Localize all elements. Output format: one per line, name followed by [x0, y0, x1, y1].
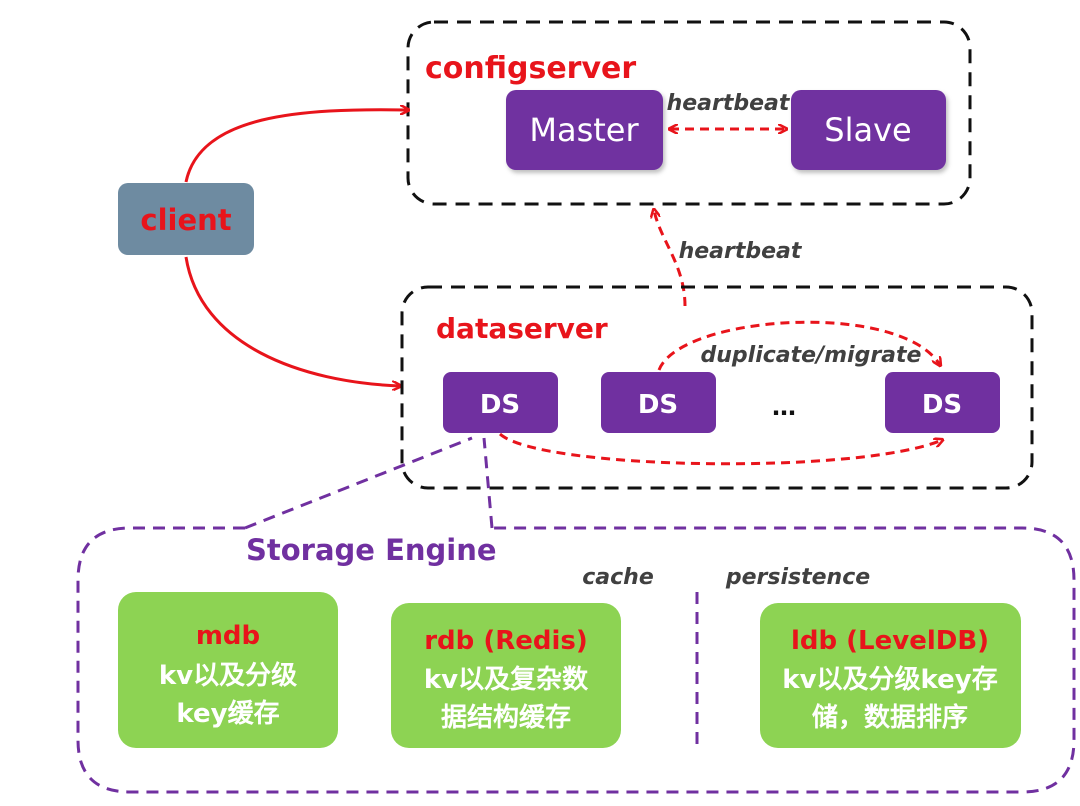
client-to-configserver-arrow	[184, 110, 408, 183]
storage-engine-container	[76, 526, 1076, 794]
configserver-title: configserver	[425, 51, 636, 86]
client-to-dataserver-arrow	[184, 256, 400, 386]
engine-mdb-desc-line2: key缓存	[176, 698, 279, 729]
ds-ellipsis: …	[772, 393, 796, 421]
engine-ldb-desc-line1: kv以及分级key存	[782, 664, 997, 695]
storage-callout-right	[482, 437, 494, 529]
engine-rdb[interactable]: rdb (Redis) kv以及复杂数 据结构缓存	[391, 603, 621, 748]
engine-ldb-desc-line2: 储，数据排序	[812, 702, 968, 733]
persistence-label: persistence	[725, 565, 870, 590]
duplicate-migrate-arrow-bottom	[499, 432, 942, 466]
duplicate-migrate-label: duplicate/migrate	[701, 343, 922, 368]
engine-rdb-desc-line2: 据结构缓存	[441, 702, 571, 733]
storage-engine-title: Storage Engine	[246, 533, 497, 567]
ds-node-3-label: DS	[922, 390, 962, 420]
slave-label: Slave	[824, 111, 911, 149]
engine-mdb-desc-line1: kv以及分级	[159, 660, 297, 691]
ds-node-1-label: DS	[480, 390, 520, 420]
cache-label: cache	[582, 565, 654, 590]
dataserver-title: dataserver	[436, 312, 608, 345]
client-node[interactable]: client	[118, 183, 254, 255]
dataserver-heartbeat-label: heartbeat	[679, 239, 803, 264]
master-node[interactable]: Master	[506, 90, 663, 170]
ds-node-3[interactable]: DS	[885, 372, 1000, 433]
engine-rdb-name: rdb (Redis)	[424, 626, 588, 656]
dataserver-heartbeat-arrow	[654, 210, 687, 307]
storage-callout-left	[244, 436, 473, 530]
master-slave-heartbeat-label: heartbeat	[667, 91, 791, 116]
duplicate-migrate-arrow-top	[657, 320, 940, 371]
engine-ldb-name: ldb (LevelDB)	[791, 626, 989, 656]
engine-ldb[interactable]: ldb (LevelDB) kv以及分级key存 储，数据排序	[760, 603, 1021, 748]
slave-node[interactable]: Slave	[791, 90, 946, 170]
ds-node-1[interactable]: DS	[443, 372, 558, 433]
client-label: client	[140, 203, 231, 237]
engine-mdb[interactable]: mdb kv以及分级 key缓存	[118, 592, 338, 748]
master-label: Master	[529, 111, 639, 149]
ds-node-2-label: DS	[638, 390, 678, 420]
engine-mdb-name: mdb	[196, 621, 260, 651]
engine-rdb-desc-line1: kv以及复杂数	[424, 665, 589, 695]
ds-node-2[interactable]: DS	[601, 372, 716, 433]
dataserver-container	[400, 285, 1034, 490]
